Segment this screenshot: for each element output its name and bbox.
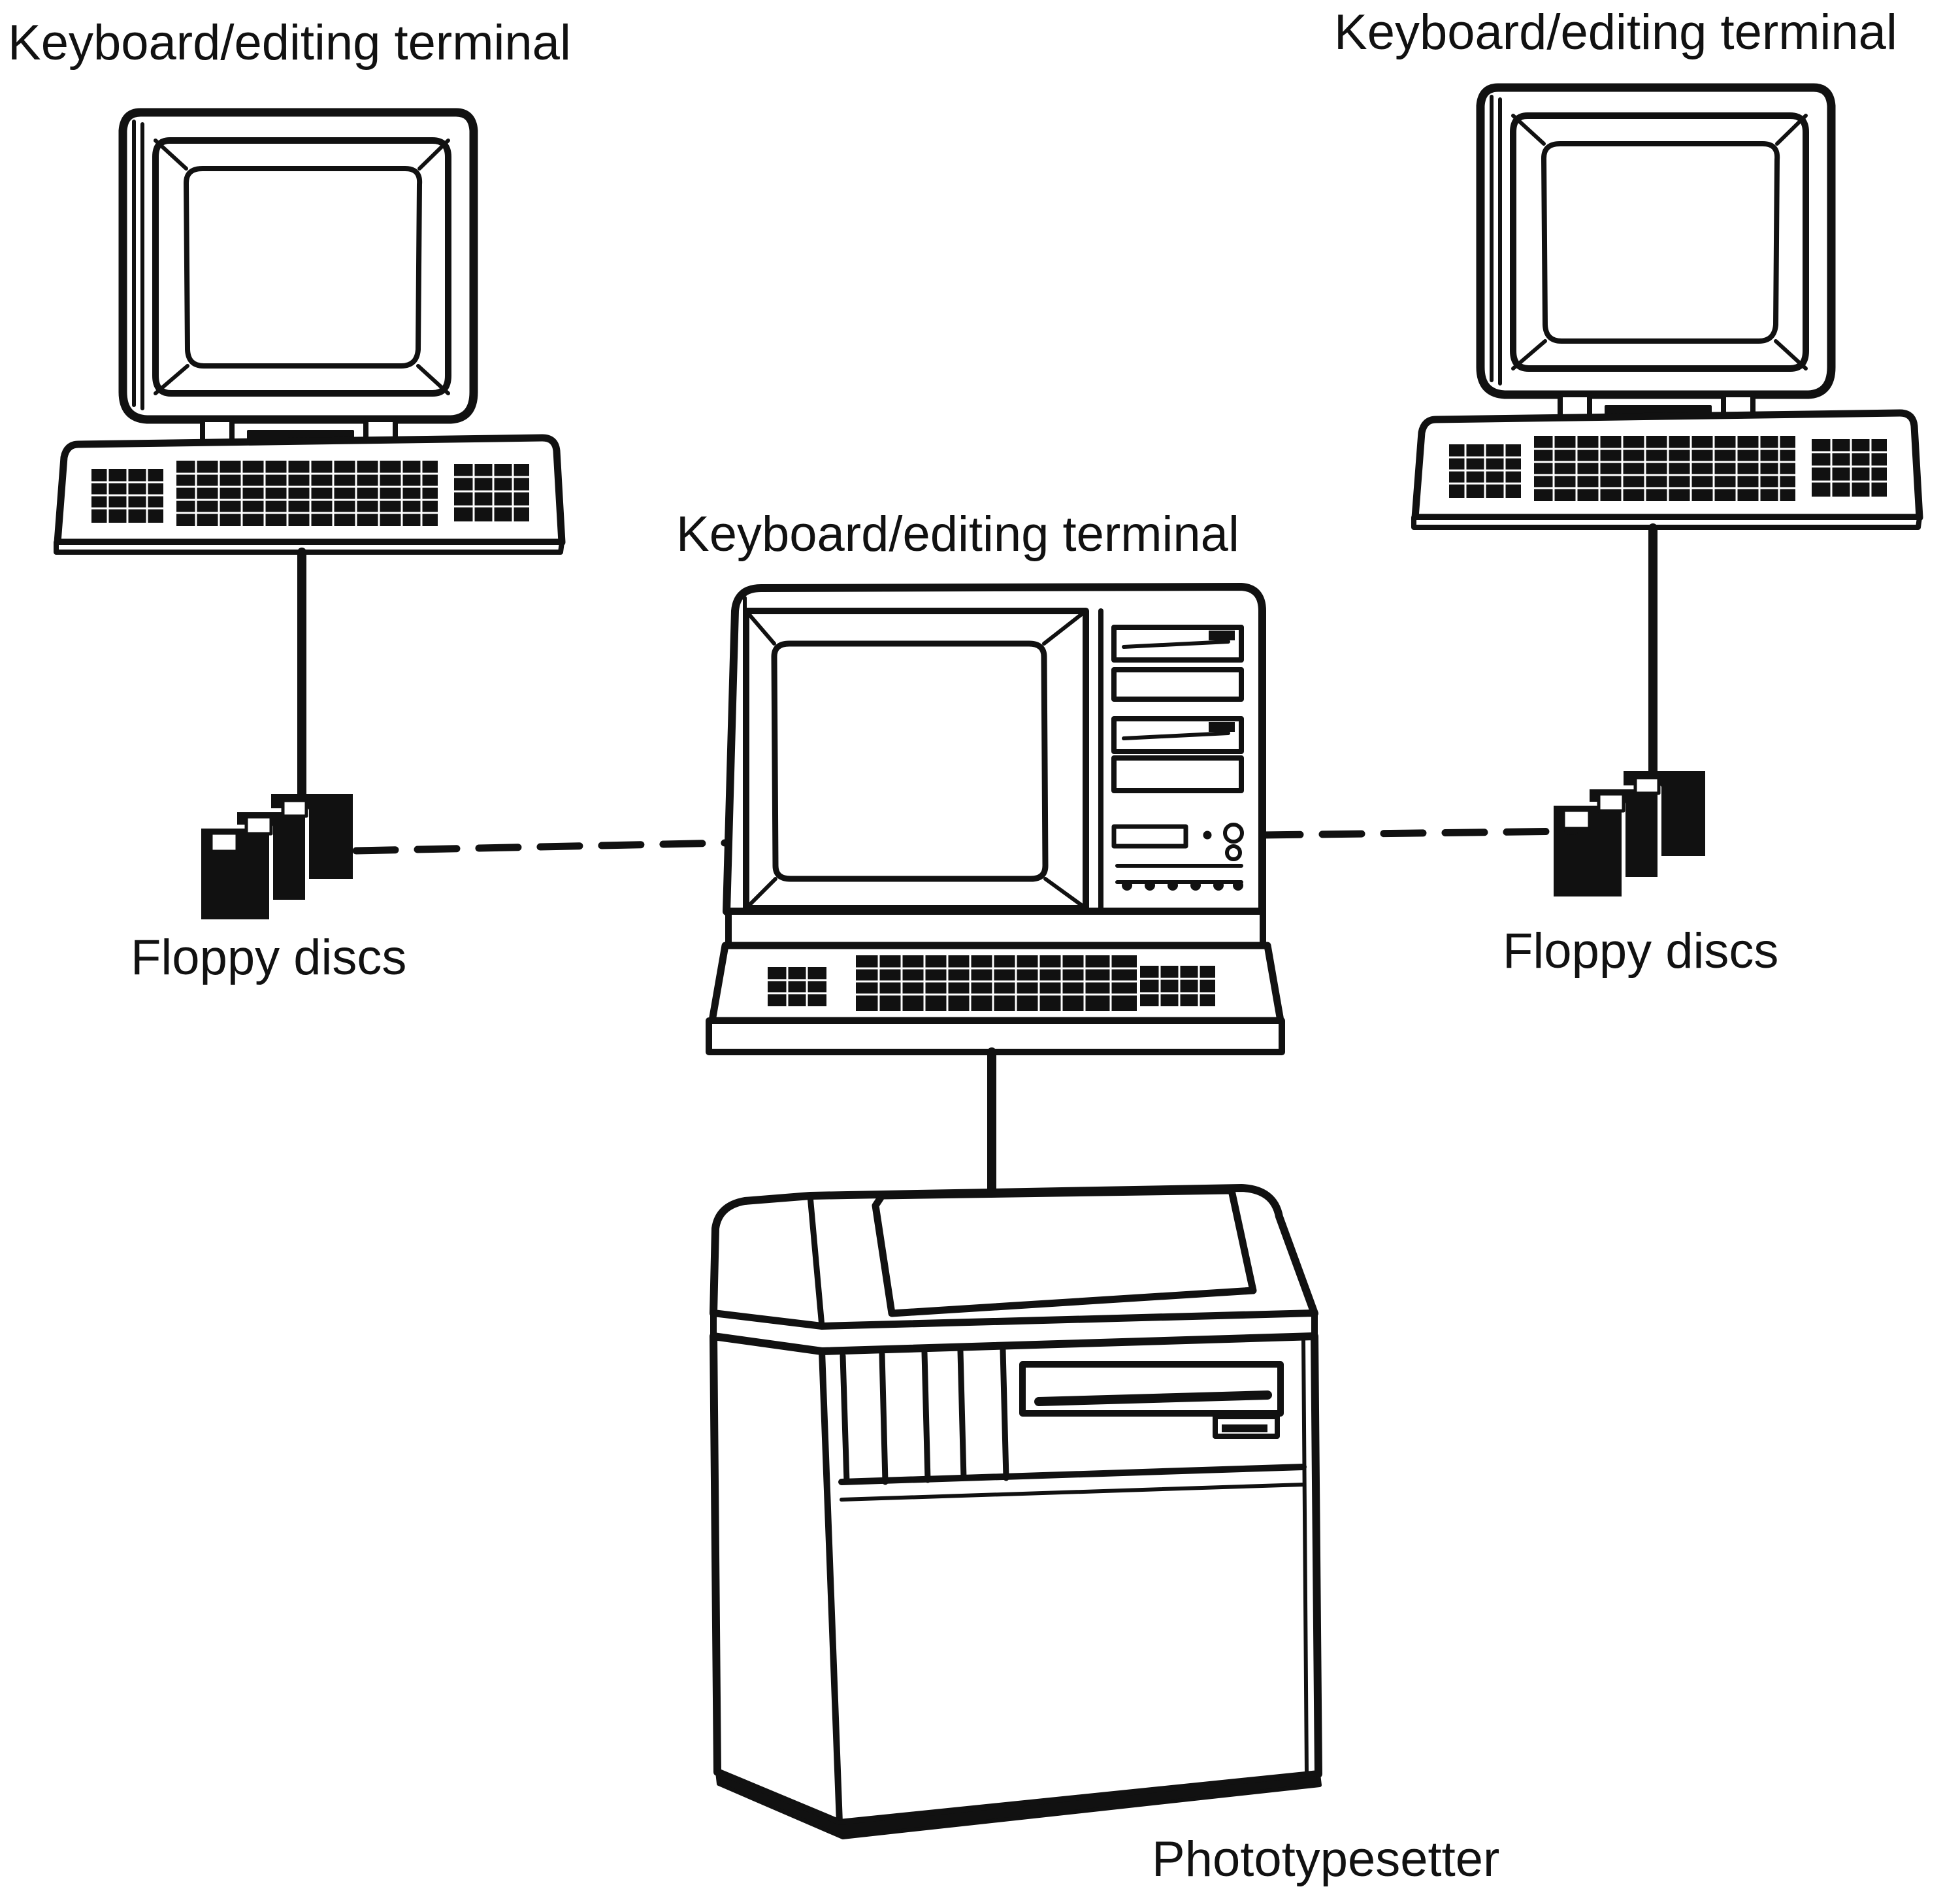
phototypesetter-machine: [710, 1184, 1322, 1839]
right-terminal: [1414, 88, 1919, 527]
left-terminal: [56, 112, 562, 552]
right-terminal-label: Keyboard/editing terminal: [1334, 5, 1897, 60]
left-floppy-icon: [199, 794, 353, 921]
left-floppy-label: Floppy discs: [131, 930, 407, 985]
left-dashed-link: [352, 839, 729, 855]
center-terminal: [706, 583, 1285, 1055]
right-dashed-link: [1257, 827, 1578, 839]
right-floppy-icon: [1552, 771, 1705, 898]
phototypesetter-label: Phototypesetter: [1152, 1832, 1500, 1887]
center-terminal-label: Keyboard/editing terminal: [676, 506, 1239, 562]
left-terminal-label: Keyboard/editing terminal: [8, 15, 571, 71]
right-floppy-label: Floppy discs: [1503, 923, 1779, 979]
